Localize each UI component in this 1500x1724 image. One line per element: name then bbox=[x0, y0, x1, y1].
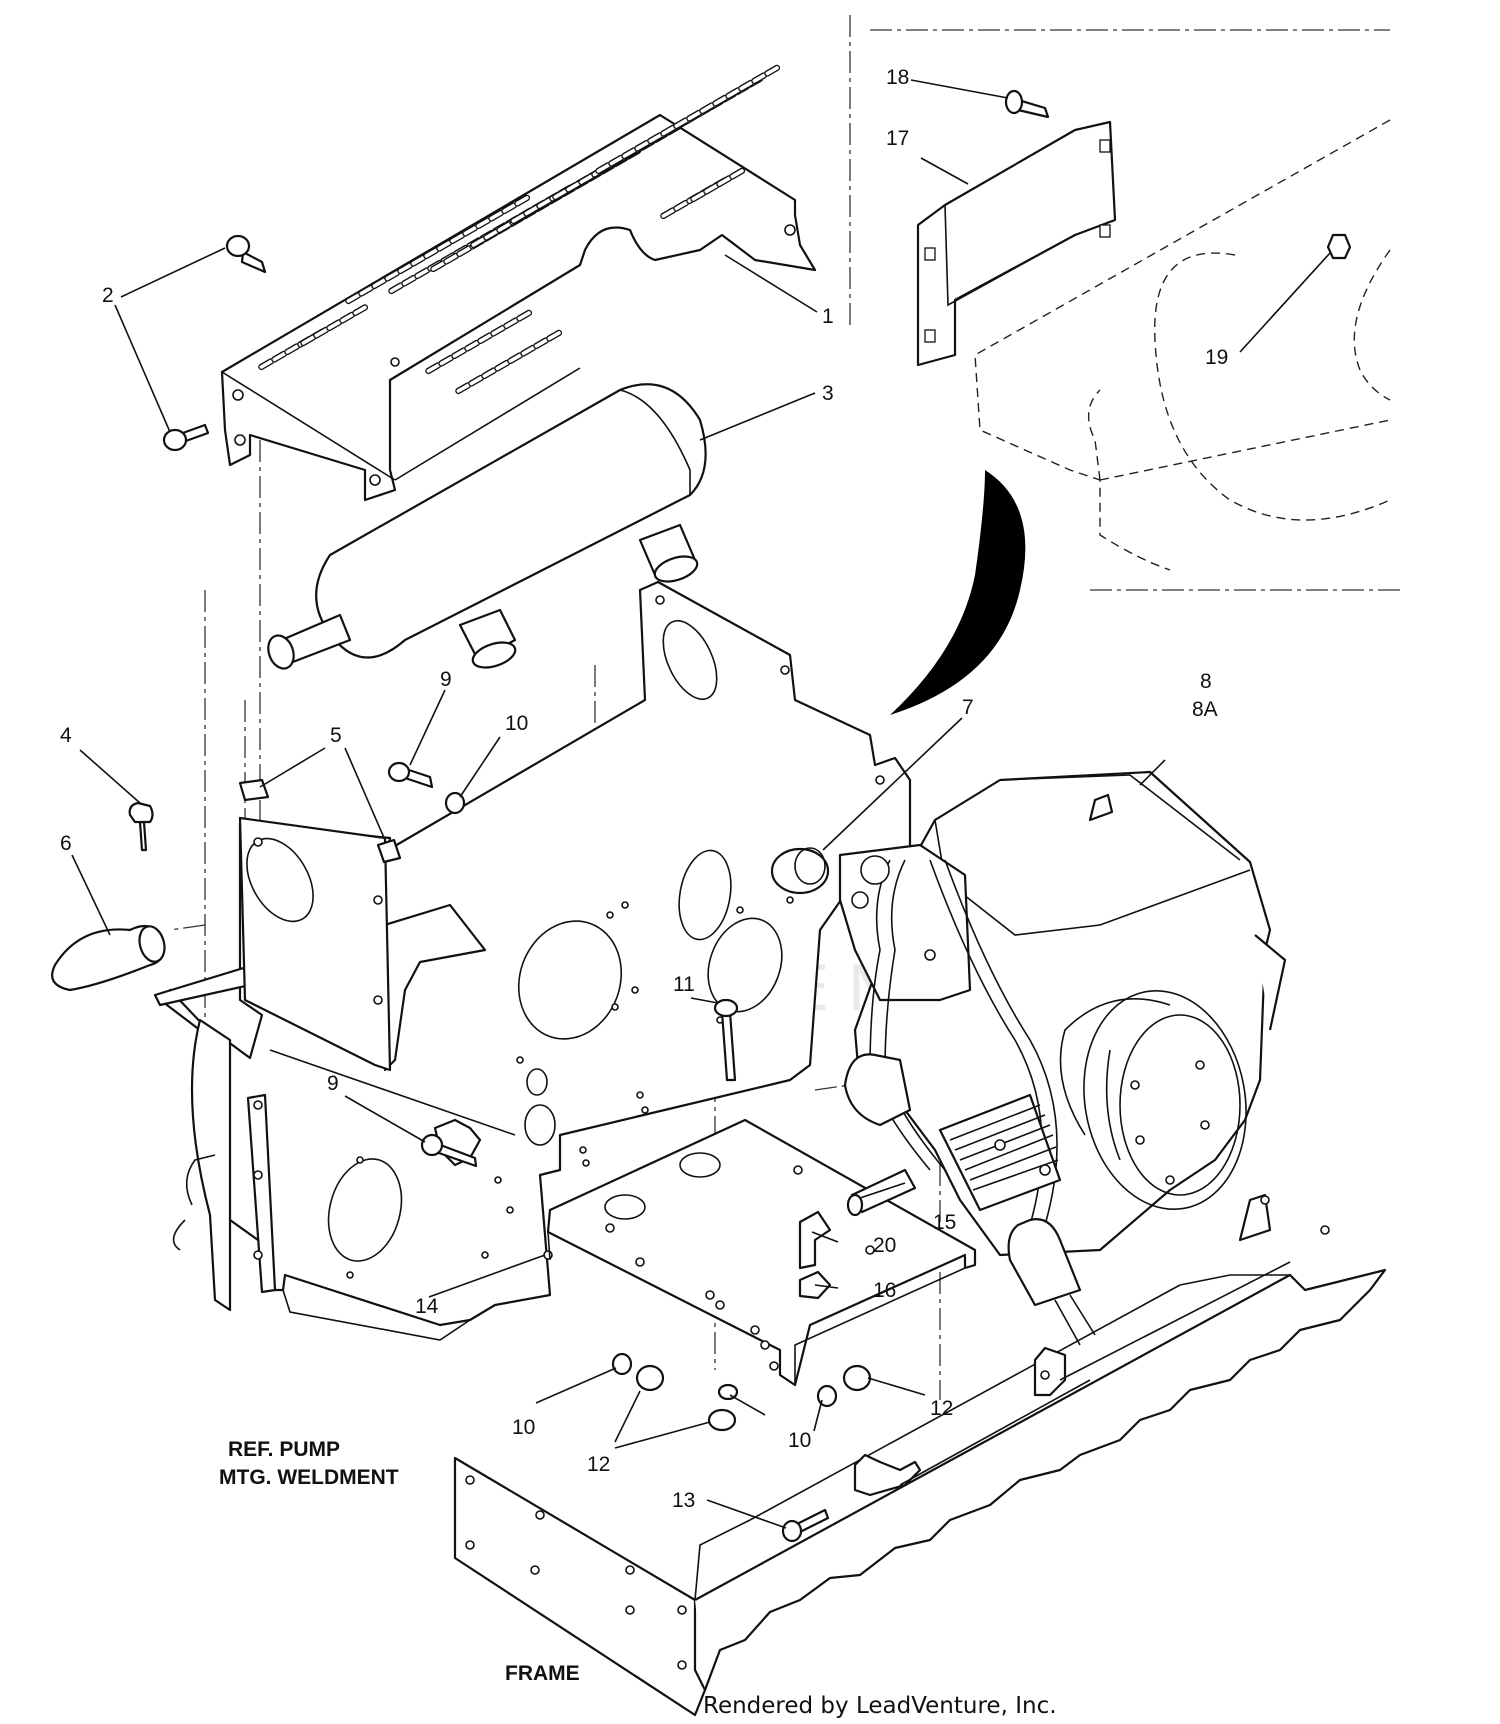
callout-8: 8 bbox=[1200, 670, 1212, 693]
callout-2: 2 bbox=[102, 284, 114, 307]
bolt-18 bbox=[1004, 89, 1050, 119]
callout-9-upper: 9 bbox=[440, 668, 452, 691]
vent-slot bbox=[729, 167, 746, 180]
pump-mounting-weldment bbox=[153, 580, 912, 1341]
callout-11: 11 bbox=[673, 973, 695, 996]
callouts: 1 2 3 4 5 6 7 8 8A 9 9 10 10 10 11 12 12… bbox=[60, 66, 1228, 1512]
credit-line: Rendered by LeadVenture, Inc. bbox=[703, 1693, 1057, 1719]
callout-12-right: 12 bbox=[930, 1397, 953, 1420]
callout-15: 15 bbox=[933, 1211, 956, 1234]
callout-3: 3 bbox=[822, 382, 834, 405]
vent-slot bbox=[514, 194, 531, 207]
reference-labels: REF. PUMP MTG. WELDMENT FRAME bbox=[219, 1438, 580, 1685]
vent-slot bbox=[516, 309, 533, 322]
callout-18: 18 bbox=[886, 66, 909, 89]
muffler-3 bbox=[267, 383, 707, 670]
label-mtg-weldment: MTG. WELDMENT bbox=[219, 1466, 399, 1489]
callout-10-left: 10 bbox=[512, 1416, 535, 1439]
vent-slot bbox=[352, 304, 369, 317]
callout-10-upper: 10 bbox=[505, 712, 528, 735]
callout-17: 17 bbox=[886, 127, 909, 150]
callout-13: 13 bbox=[672, 1489, 695, 1512]
label-ref-pump: REF. PUMP bbox=[228, 1438, 340, 1461]
callout-1: 1 bbox=[822, 305, 834, 328]
label-frame: FRAME bbox=[505, 1662, 580, 1685]
callout-7: 7 bbox=[962, 696, 974, 719]
frame bbox=[453, 1193, 1387, 1717]
vent-slot bbox=[764, 64, 781, 77]
engine-8 bbox=[838, 770, 1287, 1346]
vent-slots bbox=[258, 64, 781, 395]
callout-6: 6 bbox=[60, 832, 72, 855]
vent-slot bbox=[546, 329, 563, 342]
callout-16: 16 bbox=[873, 1279, 896, 1302]
callout-12-left: 12 bbox=[587, 1453, 610, 1476]
callout-9-lower: 9 bbox=[327, 1072, 339, 1095]
callout-4: 4 bbox=[60, 724, 72, 747]
engine-mount-plate-14 bbox=[546, 1118, 977, 1387]
callout-10-right: 10 bbox=[788, 1429, 811, 1452]
callout-5: 5 bbox=[330, 724, 342, 747]
direction-arrow bbox=[890, 470, 1026, 715]
inset-detail bbox=[916, 119, 1391, 571]
leader-lines bbox=[71, 79, 1331, 1529]
callout-19: 19 bbox=[1205, 346, 1228, 369]
callout-14: 14 bbox=[415, 1295, 439, 1318]
muffler-guard-1 bbox=[220, 64, 817, 502]
callout-8a: 8A bbox=[1192, 698, 1218, 721]
callout-20: 20 bbox=[873, 1234, 896, 1257]
bolt-2 bbox=[162, 234, 267, 452]
